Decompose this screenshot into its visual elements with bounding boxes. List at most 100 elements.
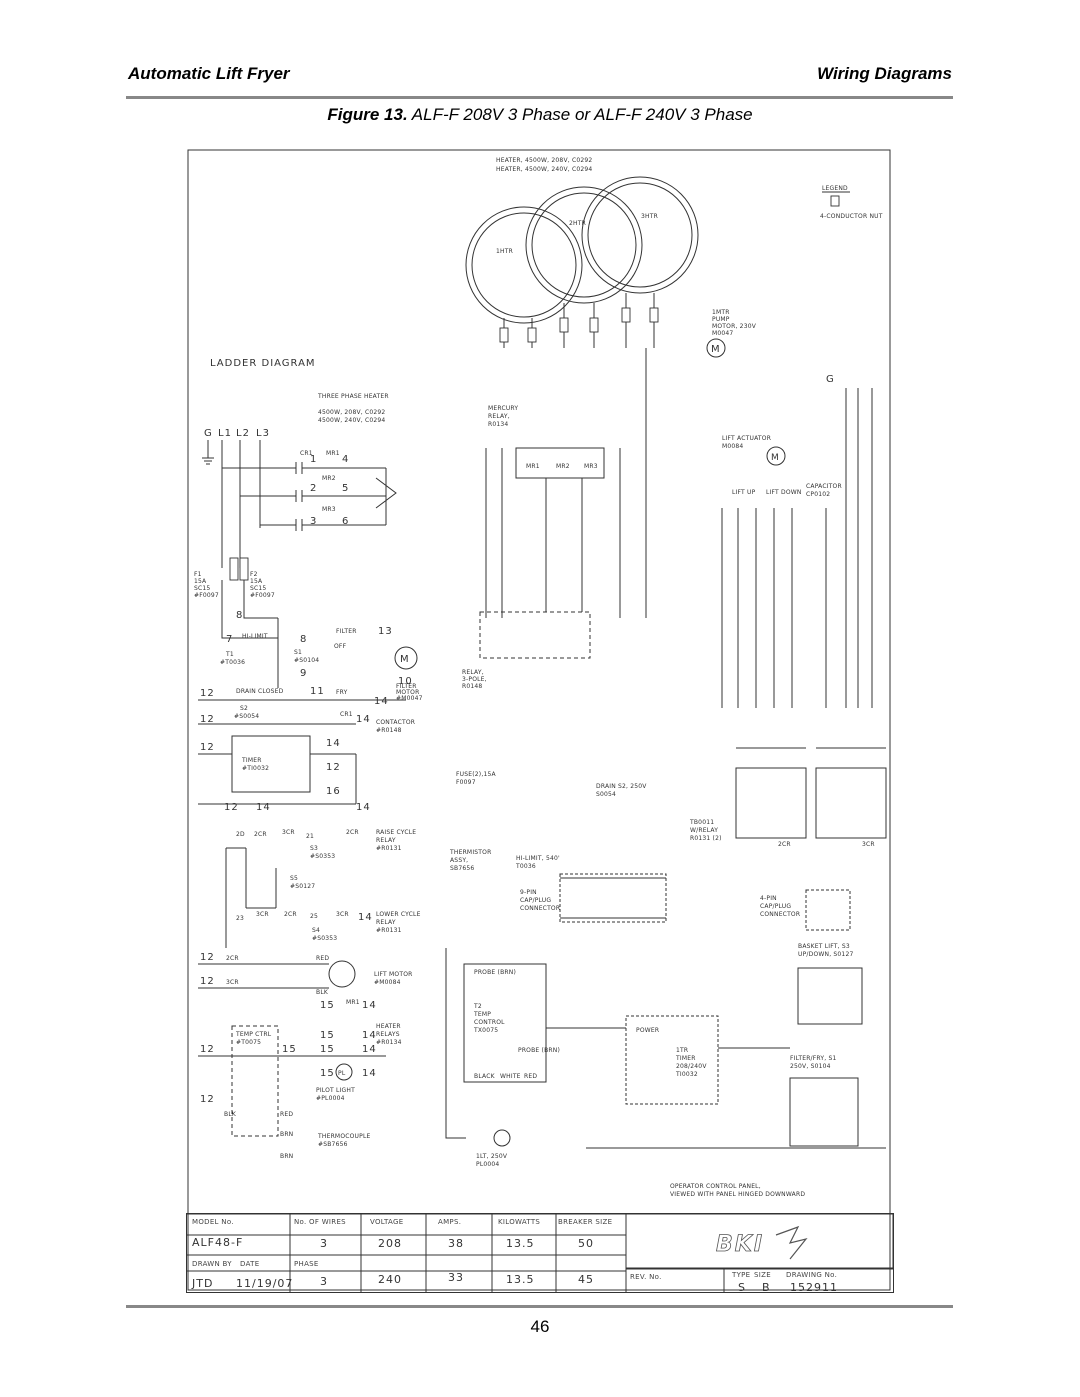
- svg-text:F2: F2: [250, 571, 258, 578]
- svg-text:S3: S3: [310, 845, 318, 852]
- svg-text:OFF: OFF: [334, 643, 347, 650]
- lift-actuator: LIFT ACTUATOR M0084 M CAPACITOR CP0102 L…: [721, 374, 887, 848]
- svg-text:15: 15: [282, 1044, 297, 1055]
- svg-text:15A: 15A: [250, 578, 263, 585]
- svg-text:12: 12: [200, 1044, 215, 1055]
- svg-text:CR1: CR1: [340, 711, 353, 718]
- svg-text:16: 16: [326, 786, 341, 797]
- model-label: MODEL No.: [192, 1218, 234, 1226]
- svg-text:12: 12: [200, 742, 215, 753]
- pump-motor: 1MTR PUMP MOTOR, 230V M0047 M: [706, 309, 757, 358]
- svg-text:RELAY,: RELAY,: [462, 669, 484, 676]
- svg-text:MR1: MR1: [526, 463, 540, 470]
- footer-divider: [126, 1305, 953, 1308]
- svg-text:#F0097: #F0097: [194, 592, 219, 599]
- temp-control-box: [463, 963, 547, 1083]
- svg-text:BLACK: BLACK: [474, 1073, 496, 1080]
- svg-text:CONTROL: CONTROL: [474, 1019, 505, 1026]
- svg-text:1MTR: 1MTR: [712, 309, 730, 316]
- type-value: S: [738, 1281, 746, 1293]
- svg-text:S1: S1: [294, 649, 302, 656]
- svg-text:TEMP: TEMP: [473, 1011, 491, 1018]
- svg-text:PILOT LIGHT: PILOT LIGHT: [316, 1087, 355, 1094]
- lift-motor-circuit: 12 2CR 12 3CR RED BLK LIFT MOTOR #M0084 …: [198, 952, 413, 1160]
- drawing-label: DRAWING No.: [786, 1271, 837, 1279]
- date-value: 11/19/07: [236, 1277, 293, 1290]
- svg-text:F1: F1: [194, 571, 202, 578]
- svg-text:23: 23: [236, 915, 244, 922]
- svg-text:G: G: [826, 374, 835, 385]
- svg-text:LIFT UP: LIFT UP: [732, 489, 756, 496]
- svg-text:#S0127: #S0127: [290, 883, 315, 890]
- svg-text:250V, S0104: 250V, S0104: [790, 1063, 831, 1070]
- svg-text:CR1: CR1: [300, 450, 313, 457]
- document-header-left: Automatic Lift Fryer: [128, 64, 290, 83]
- svg-text:SB7656: SB7656: [450, 865, 474, 872]
- svg-text:14: 14: [356, 714, 371, 725]
- svg-text:6: 6: [342, 516, 349, 527]
- svg-text:THERMOCOUPLE: THERMOCOUPLE: [317, 1133, 371, 1140]
- svg-text:4500W, 208V, C0292: 4500W, 208V, C0292: [318, 409, 385, 416]
- svg-text:2CR: 2CR: [226, 955, 239, 962]
- svg-text:CP0102: CP0102: [806, 491, 830, 498]
- svg-text:12: 12: [200, 952, 215, 963]
- relay-3cr: [815, 767, 887, 839]
- svg-text:#S0054: #S0054: [234, 713, 259, 720]
- svg-text:RELAYS: RELAYS: [376, 1031, 400, 1038]
- figure-caption-text: ALF-F 208V 3 Phase or ALF-F 240V 3 Phase: [411, 105, 753, 124]
- title-block: MODEL No. ALF48-F No. OF WIRES VOLTAGE A…: [186, 1213, 894, 1293]
- svg-text:15: 15: [320, 1000, 335, 1011]
- fuses: F1 15A SC15 #F0097 F2 15A SC15 #F0097: [194, 557, 275, 599]
- svg-text:25: 25: [310, 913, 318, 920]
- kilowatts-label: KILOWATTS: [498, 1218, 540, 1226]
- svg-text:8: 8: [236, 610, 243, 621]
- legend-title: LEGEND: [822, 185, 848, 192]
- drawn-by-value: JTD: [191, 1277, 213, 1290]
- svg-text:DRAIN CLOSED: DRAIN CLOSED: [236, 688, 284, 695]
- svg-text:FILTER: FILTER: [396, 683, 417, 690]
- heater-3-ring: [581, 176, 699, 294]
- row1-voltage: 208: [378, 1237, 402, 1250]
- svg-text:4-PIN: 4-PIN: [760, 895, 777, 902]
- model-value: ALF48-F: [192, 1236, 243, 1249]
- svg-text:3CR: 3CR: [282, 829, 295, 836]
- heater-1-ring: [465, 206, 583, 324]
- svg-text:RELAY: RELAY: [376, 919, 396, 926]
- svg-text:#R0134: #R0134: [376, 1039, 402, 1046]
- svg-text:5: 5: [342, 483, 349, 494]
- svg-text:15: 15: [320, 1068, 335, 1079]
- svg-text:4: 4: [342, 454, 349, 465]
- row2-voltage: 240: [378, 1273, 402, 1286]
- wires-label: No. OF WIRES: [294, 1218, 346, 1226]
- row1-amps: 38: [448, 1237, 464, 1250]
- svg-text:LIFT MOTOR: LIFT MOTOR: [374, 971, 413, 978]
- svg-text:LOWER CYCLE: LOWER CYCLE: [376, 911, 421, 918]
- svg-text:15: 15: [320, 1030, 335, 1041]
- svg-text:RELAY: RELAY: [376, 837, 396, 844]
- svg-text:S0054: S0054: [596, 791, 616, 798]
- svg-text:3CR: 3CR: [336, 911, 349, 918]
- svg-text:BRN: BRN: [280, 1153, 293, 1160]
- svg-text:PROBE (BRN): PROBE (BRN): [474, 969, 516, 976]
- svg-text:S4: S4: [312, 927, 320, 934]
- svg-text:FILTER/FRY, S1: FILTER/FRY, S1: [790, 1055, 837, 1062]
- svg-text:S5: S5: [290, 875, 298, 882]
- svg-text:1TR: 1TR: [676, 1047, 688, 1054]
- svg-text:VIEWED WITH PANEL HINGED DOWNW: VIEWED WITH PANEL HINGED DOWNWARD: [670, 1191, 805, 1198]
- svg-text:3-POLE,: 3-POLE,: [462, 676, 487, 683]
- svg-text:L3: L3: [256, 428, 270, 439]
- svg-text:CAP/PLUG: CAP/PLUG: [520, 897, 551, 904]
- svg-text:1: 1: [310, 454, 317, 465]
- svg-text:R0131 (2): R0131 (2): [690, 835, 722, 842]
- svg-text:11: 11: [310, 686, 325, 697]
- svg-text:LIFT DOWN: LIFT DOWN: [766, 489, 802, 496]
- svg-text:14: 14: [326, 738, 341, 749]
- svg-text:BASKET LIFT, S3: BASKET LIFT, S3: [798, 943, 850, 950]
- svg-text:14: 14: [358, 912, 373, 923]
- svg-text:DRAIN S2, 250V: DRAIN S2, 250V: [596, 783, 647, 790]
- svg-text:M: M: [771, 453, 779, 463]
- type-label: TYPE: [731, 1271, 750, 1279]
- svg-text:2D: 2D: [236, 831, 245, 838]
- svg-text:2CR: 2CR: [778, 841, 791, 848]
- svg-text:14: 14: [362, 1044, 377, 1055]
